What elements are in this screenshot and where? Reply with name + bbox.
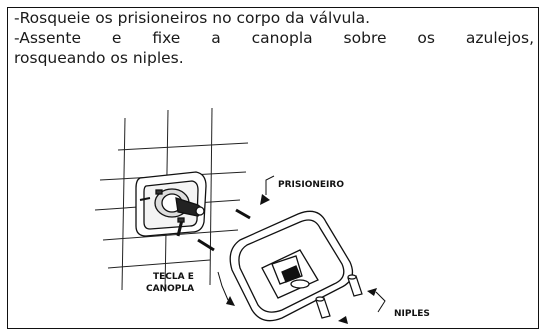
canopla-cover [229,210,354,322]
callout-leaders [217,175,386,313]
callout-tecla-e: TECLA E [153,272,194,282]
prisioneiro-studs [197,208,251,252]
instruction-step-2-continued: rosqueando os niples. [14,49,184,67]
callout-arrows [226,194,377,324]
instruction-step-1: -Rosqueie os prisioneiros no corpo da vá… [14,9,371,27]
niples [315,274,363,319]
instruction-step-2: -Assente e fixe a canopla sobre os azule… [14,29,534,47]
valve-body [135,171,207,237]
callout-prisioneiro: PRISIONEIRO [278,180,344,190]
callout-niples: NIPLES [394,309,430,319]
callout-canopla: CANOPLA [146,284,194,294]
instruction-panel [7,7,539,329]
instructions-text: -Rosqueie os prisioneiros no corpo da vá… [14,8,534,68]
